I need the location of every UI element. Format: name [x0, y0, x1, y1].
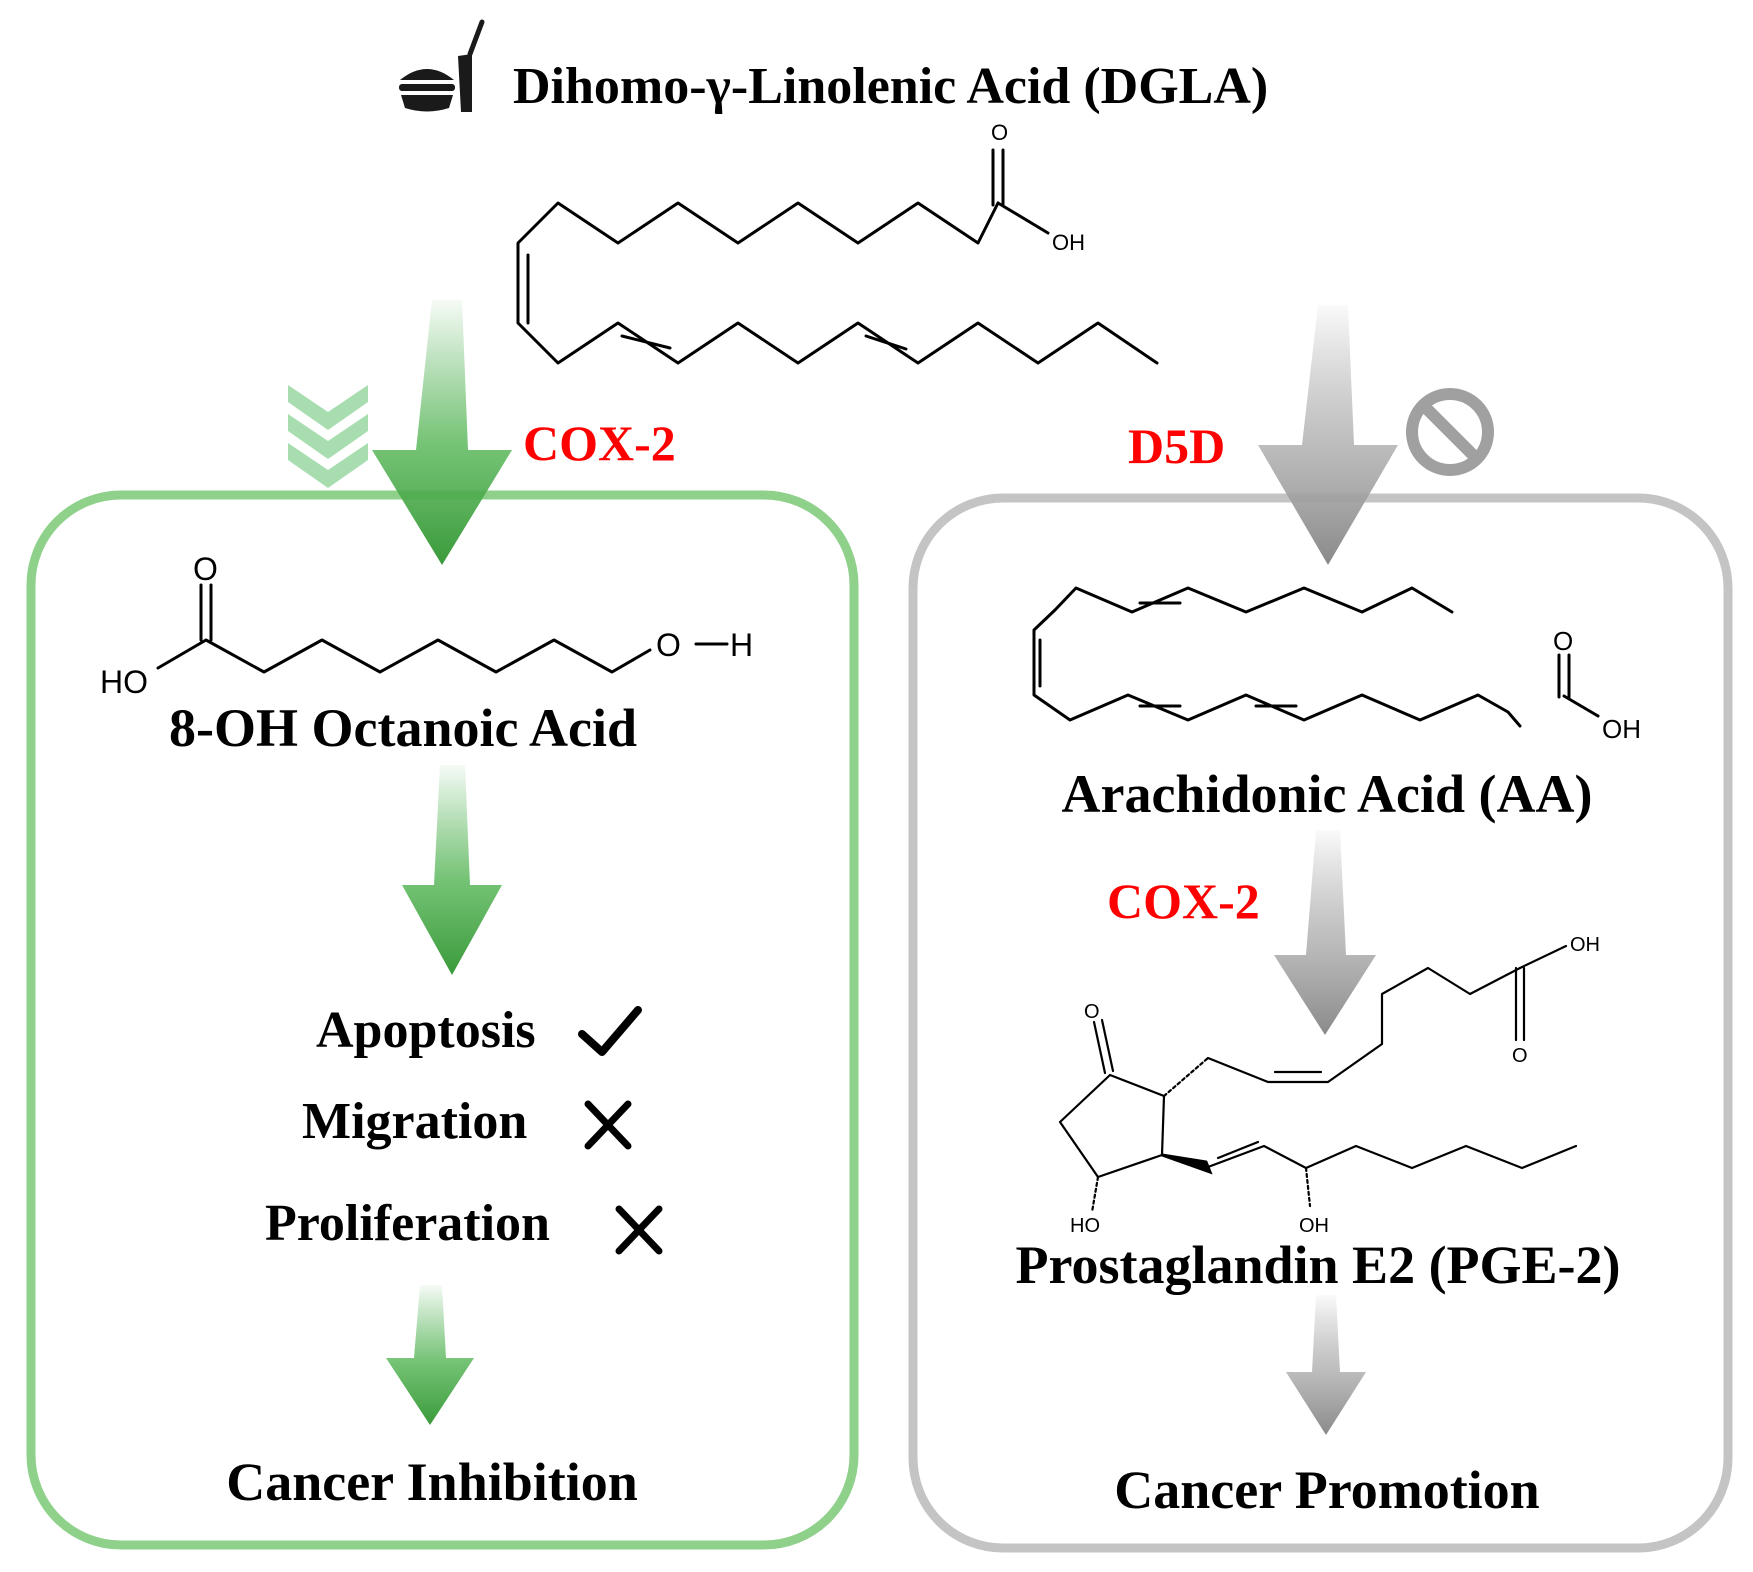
effects-down-arrow	[402, 765, 502, 975]
d5d-down-arrow	[1258, 305, 1398, 565]
aa-oxygen-label: O	[1553, 626, 1573, 656]
dgla-oxygen-label: O	[991, 120, 1008, 145]
triple-chevron-down-icon	[288, 385, 368, 488]
effect-migration-label: Migration	[302, 1093, 527, 1150]
pge2-ring-ho-label: HO	[1070, 1215, 1100, 1237]
cox2-down-arrow	[372, 300, 512, 565]
pge2-acid-o-label: O	[1512, 1045, 1528, 1067]
pge2-structure: O OH O HO OH	[1058, 934, 1600, 1237]
octanoic-hydroxyl-label: HO	[100, 664, 148, 700]
left-outcome-label: Cancer Inhibition	[226, 1452, 638, 1512]
right-product2-label: Prostaglandin E2 (PGE-2)	[1015, 1235, 1620, 1295]
x-icon	[615, 1205, 663, 1255]
right-outcome-label: Cancer Promotion	[1114, 1460, 1539, 1520]
dgla-hydroxyl-label: OH	[1052, 230, 1085, 255]
right-product-label: Arachidonic Acid (AA)	[1062, 764, 1593, 824]
effect-apoptosis-label: Apoptosis	[316, 1002, 536, 1059]
check-icon	[578, 1006, 642, 1056]
octanoic-o-label: O	[656, 627, 681, 663]
dgla-structure: O OH	[516, 120, 1159, 365]
page-title: Dihomo-γ-Linolenic Acid (DGLA)	[513, 58, 1268, 115]
pge2-chain-oh-label: OH	[1299, 1215, 1329, 1237]
aa-hydroxyl-label: OH	[1602, 714, 1641, 744]
pge2-acid-oh-label: OH	[1570, 934, 1600, 956]
right-enzyme2-label: COX-2	[1107, 873, 1260, 929]
cox2-right-arrow	[1274, 830, 1376, 1035]
octanoic-h-label: H	[730, 627, 753, 663]
promotion-down-arrow	[1286, 1295, 1366, 1435]
right-enzyme-label: D5D	[1128, 418, 1225, 474]
effect-proliferation-label: Proliferation	[265, 1195, 550, 1252]
food-and-drink-icon	[399, 19, 485, 112]
x-icon	[584, 1100, 632, 1150]
left-enzyme-label: COX-2	[523, 415, 676, 471]
left-product-label: 8-OH Octanoic Acid	[169, 698, 637, 758]
arachidonic-acid-structure: O OH	[1032, 586, 1641, 744]
octanoic-acid-structure: O HO O H	[100, 551, 753, 700]
prohibited-icon	[1406, 388, 1494, 476]
outcome-down-arrow	[386, 1285, 474, 1425]
pge2-ketone-label: O	[1084, 1001, 1100, 1023]
octanoic-oxygen-label: O	[193, 551, 218, 587]
